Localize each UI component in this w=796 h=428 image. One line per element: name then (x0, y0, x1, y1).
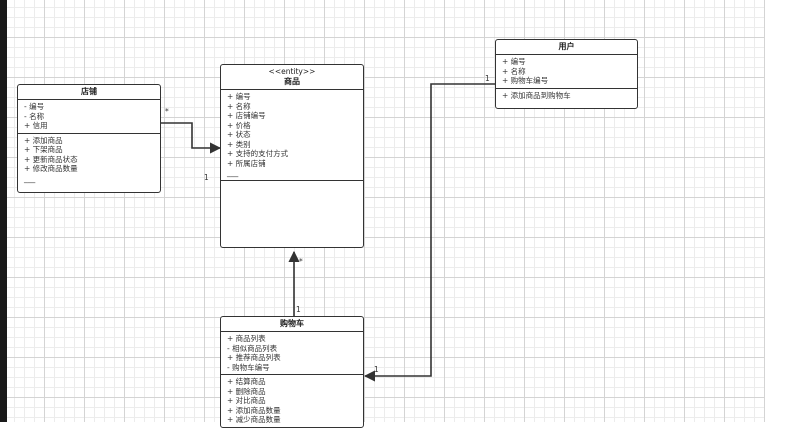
attribute: + 编号 (502, 57, 526, 66)
class-cart-attributes: + 商品列表 - 相似商品列表 + 推荐商品列表 - 购物车编号 (221, 332, 363, 375)
operation: + 添加商品数量 (227, 405, 281, 415)
attribute: + 编号 (227, 92, 251, 101)
class-product-attributes: + 编号 + 名称 + 店铺编号 + 价格 + 状态 + 类别 + 支持的支付方… (221, 90, 363, 181)
attribute: + 推荐商品列表 (227, 353, 281, 362)
class-cart-header: 购物车 (221, 317, 363, 332)
attribute: + 信用 (24, 121, 48, 130)
attribute-separator: ___ (227, 168, 239, 177)
attribute: - 编号 (24, 102, 45, 111)
class-store-attributes: - 编号 - 名称 + 信用 (18, 100, 160, 134)
class-product-operations (221, 181, 363, 185)
operation: + 对比商品 (227, 396, 266, 405)
operation-separator: ___ (502, 100, 514, 109)
class-cart-name: 购物车 (280, 319, 304, 328)
operation: + 结算商品 (227, 377, 266, 386)
multiplicity-cart-end-from-product: 1 (296, 305, 301, 314)
operation: + 删除商品 (227, 386, 266, 396)
attribute: + 支持的支付方式 (227, 149, 289, 158)
multiplicity-product-end-from-store: 1 (204, 173, 209, 182)
multiplicity-cart-end-from-user: 1 (374, 365, 379, 374)
class-user[interactable]: 用户 + 编号 + 名称 + 购物车编号 + 添加商品到购物车 ___ (495, 39, 638, 109)
class-product[interactable]: <<entity>> 商品 + 编号 + 名称 + 店铺编号 + 价格 + 状态… (220, 64, 364, 248)
attribute: + 店铺编号 (227, 111, 266, 120)
class-store-header: 店铺 (18, 85, 160, 100)
class-cart-operations: + 结算商品 + 删除商品 + 对比商品 + 添加商品数量 + 减少商品数量 (221, 375, 363, 427)
attribute: + 价格 (227, 120, 251, 130)
operation: + 添加商品到购物车 (502, 90, 571, 100)
class-product-stereotype: <<entity>> (268, 67, 316, 76)
class-user-header: 用户 (496, 40, 637, 55)
class-product-name: 商品 (284, 77, 300, 86)
class-store[interactable]: 店铺 - 编号 - 名称 + 信用 + 添加商品 + 下架商品 + 更新商品状态… (17, 84, 161, 193)
class-user-name: 用户 (558, 42, 575, 51)
operation: + 下架商品 (24, 145, 63, 154)
attribute: + 购物车编号 (502, 76, 549, 85)
operation: + 修改商品数量 (24, 164, 78, 173)
attribute: + 名称 (227, 101, 251, 111)
class-store-name: 店铺 (81, 87, 97, 96)
attribute: + 名称 (502, 66, 526, 76)
class-store-operations: + 添加商品 + 下架商品 + 更新商品状态 + 修改商品数量 ___ (18, 134, 160, 186)
left-sidebar-edge (0, 0, 7, 422)
class-user-operations: + 添加商品到购物车 ___ (496, 89, 637, 109)
operation: + 更新商品状态 (24, 154, 78, 164)
attribute: + 状态 (227, 130, 251, 139)
multiplicity-user-end: 1 (485, 74, 490, 83)
attribute: + 商品列表 (227, 334, 266, 343)
attribute: + 所属店铺 (227, 158, 266, 168)
operation: + 添加商品 (24, 135, 63, 145)
class-cart[interactable]: 购物车 + 商品列表 - 相似商品列表 + 推荐商品列表 - 购物车编号 + 结… (220, 316, 364, 428)
multiplicity-product-end-from-cart: * (299, 257, 303, 266)
operation-separator: ___ (24, 173, 36, 183)
attribute: - 名称 (24, 111, 45, 121)
class-product-header: <<entity>> 商品 (221, 65, 363, 90)
attribute: - 相似商品列表 (227, 343, 278, 353)
diagram-canvas[interactable] (7, 0, 765, 422)
multiplicity-store-end: * (165, 107, 169, 116)
attribute: + 类别 (227, 139, 251, 149)
operation: + 减少商品数量 (227, 415, 281, 424)
attribute: - 购物车编号 (227, 362, 270, 372)
right-panel (765, 0, 796, 422)
class-user-attributes: + 编号 + 名称 + 购物车编号 (496, 55, 637, 89)
